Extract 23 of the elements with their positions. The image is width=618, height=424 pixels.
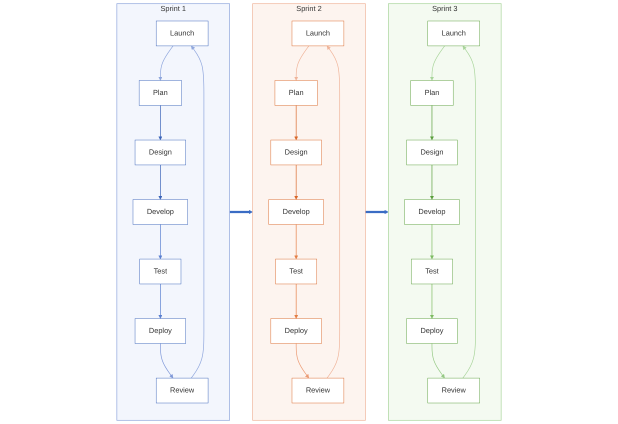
arrow	[430, 164, 434, 200]
arrow	[160, 343, 174, 378]
arrow	[158, 224, 162, 260]
arrow	[158, 164, 162, 200]
arrow	[296, 343, 309, 378]
arrow	[462, 46, 476, 378]
arrow	[158, 46, 174, 81]
arrow	[365, 210, 389, 214]
arrow	[294, 46, 310, 81]
arrow	[430, 284, 434, 319]
arrow	[158, 284, 162, 319]
arrow	[432, 343, 445, 378]
arrow	[230, 210, 253, 214]
arrow	[190, 46, 204, 378]
arrow	[430, 105, 434, 140]
arrow	[158, 105, 162, 140]
arrow	[294, 164, 298, 200]
arrow	[326, 46, 340, 378]
arrow	[430, 46, 445, 81]
arrow	[294, 224, 298, 260]
arrow	[294, 105, 298, 140]
arrow	[294, 284, 298, 319]
arrow	[430, 224, 434, 260]
